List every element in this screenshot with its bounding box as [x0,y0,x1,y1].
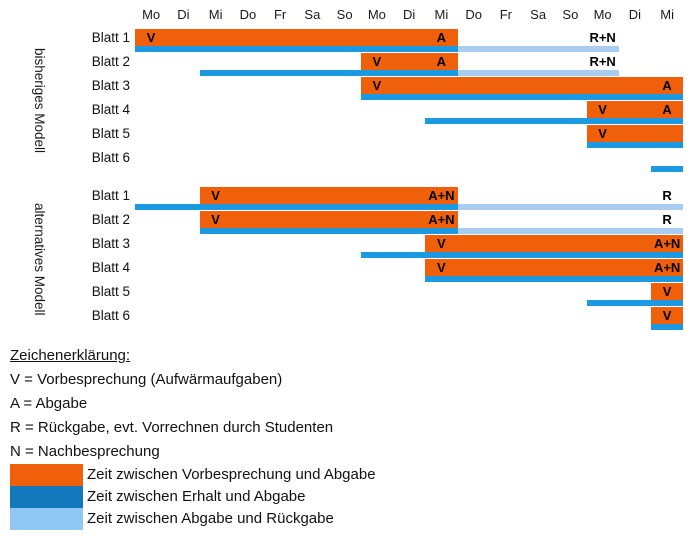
day-header-label: Sa [530,7,547,22]
marker-label: R+N [589,30,616,45]
legend-row-lightblue: Zeit zwischen Abgabe und Rückgabe [10,508,376,530]
day-header-label: Di [177,7,190,22]
day-header-label: Mo [367,7,386,22]
marker-label: V [372,78,382,93]
legend-swatch-orange [10,464,83,486]
marker-label: V [372,54,382,69]
section-label: bisheriges Modell [32,48,47,154]
marker-label: A+N [653,260,681,275]
day-header-label: Sa [304,7,321,22]
day-header-label: Di [628,7,642,22]
marker-label: A+N [653,236,681,251]
bar-erhalt-abgabe [586,300,684,306]
marker-label: V [437,236,446,251]
row-label: Blatt 4 [91,260,130,275]
marker-label: V [598,126,607,141]
bar-abgabe-rueckgabe [457,70,619,76]
bar-vorbesprechung-abgabe [135,29,458,46]
bar-erhalt-abgabe [199,70,458,76]
marker-label: V [662,284,672,299]
row-label: Blatt 5 [91,126,130,141]
legend-abbreviation-v: V = Vorbesprechung (Aufwärmaufgaben) [10,371,283,388]
marker-label: A [436,54,447,69]
marker-label: A [662,78,672,93]
bar-erhalt-abgabe [199,228,458,234]
bar-erhalt-abgabe [135,204,458,210]
legend-row-orange: Zeit zwischen Vorbesprechung und Abgabe [10,464,376,486]
marker-label: V [437,260,446,275]
marker-label: R+N [589,54,616,69]
row-label: Blatt 4 [91,102,130,117]
bar-abgabe-rueckgabe [457,204,684,210]
day-header-label: Di [402,7,416,22]
bar-vorbesprechung-abgabe [199,211,458,228]
marker-label: V [662,308,672,323]
bar-erhalt-abgabe [360,94,684,100]
row-label: Blatt 3 [91,78,130,93]
legend-swatch-lightblue [10,508,83,530]
legend-title: Zeichenerklärung: [10,347,131,364]
legend-swatch-lightblue-label: Zeit zwischen Abgabe und Rückgabe [87,510,334,527]
row-label: Blatt 3 [91,236,130,251]
day-header-label: Do [239,7,257,22]
marker-label: V [146,30,156,45]
marker-label: A [662,102,672,117]
legend: Zeichenerklärung: V = Vorbesprechung (Au… [10,344,376,530]
marker-label: V [598,102,607,117]
legend-abbreviation-r: R = Rückgabe, evt. Vorrechnen durch Stud… [10,419,334,436]
bar-vorbesprechung-abgabe [651,307,684,324]
bar-abgabe-rueckgabe [457,228,684,234]
legend-swatch-orange-label: Zeit zwischen Vorbesprechung und Abgabe [87,466,376,483]
bar-vorbesprechung-abgabe [360,77,684,94]
bar-erhalt-abgabe [651,166,684,172]
marker-label: V [211,212,220,227]
bar-erhalt-abgabe [425,276,684,282]
bar-vorbesprechung-abgabe [199,187,458,204]
row-label: Blatt 1 [91,188,130,203]
bar-vorbesprechung-abgabe [586,101,684,118]
bar-erhalt-abgabe [360,252,684,258]
row-label: Blatt 6 [91,150,130,165]
marker-label: R [662,188,672,203]
section-label: alternatives Modell [32,202,47,316]
day-header-label: Mo [142,7,161,22]
bar-erhalt-abgabe [425,118,684,124]
marker-label: A [436,30,447,45]
day-header-label: Mi [208,7,223,22]
legend-row-blue: Zeit zwischen Erhalt und Abgabe [10,486,376,508]
row-label: Blatt 6 [91,308,130,323]
row-label: Blatt 1 [91,30,130,45]
bar-vorbesprechung-abgabe [425,235,684,252]
day-header-label: Mi [660,7,674,22]
row-label: Blatt 5 [91,284,130,299]
legend-abbreviation-n: N = Nachbesprechung [10,443,160,460]
day-header-label: So [562,7,579,22]
bar-vorbesprechung-abgabe [586,125,684,142]
bar-vorbesprechung-abgabe [360,53,458,70]
day-header-label: Mo [593,7,612,22]
row-label: Blatt 2 [91,212,130,227]
marker-label: A+N [428,188,455,203]
bar-vorbesprechung-abgabe [425,259,684,276]
bar-abgabe-rueckgabe [457,46,619,52]
legend-abbreviation-a: A = Abgabe [10,395,88,412]
bar-erhalt-abgabe [586,142,684,148]
bar-vorbesprechung-abgabe [651,283,684,300]
marker-label: V [211,188,220,203]
row-label: Blatt 2 [91,54,130,69]
bar-erhalt-abgabe [651,324,684,330]
marker-label: A+N [428,212,455,227]
marker-label: R [662,212,672,227]
day-header-label: Mi [434,7,449,22]
day-header-label: Do [465,7,482,22]
legend-swatch-blue [10,486,83,508]
legend-swatch-blue-label: Zeit zwischen Erhalt und Abgabe [87,488,306,505]
bar-erhalt-abgabe [135,46,458,52]
day-header-label: Fr [273,7,287,22]
day-header-label: So [336,7,353,22]
day-header-label: Fr [499,7,513,22]
